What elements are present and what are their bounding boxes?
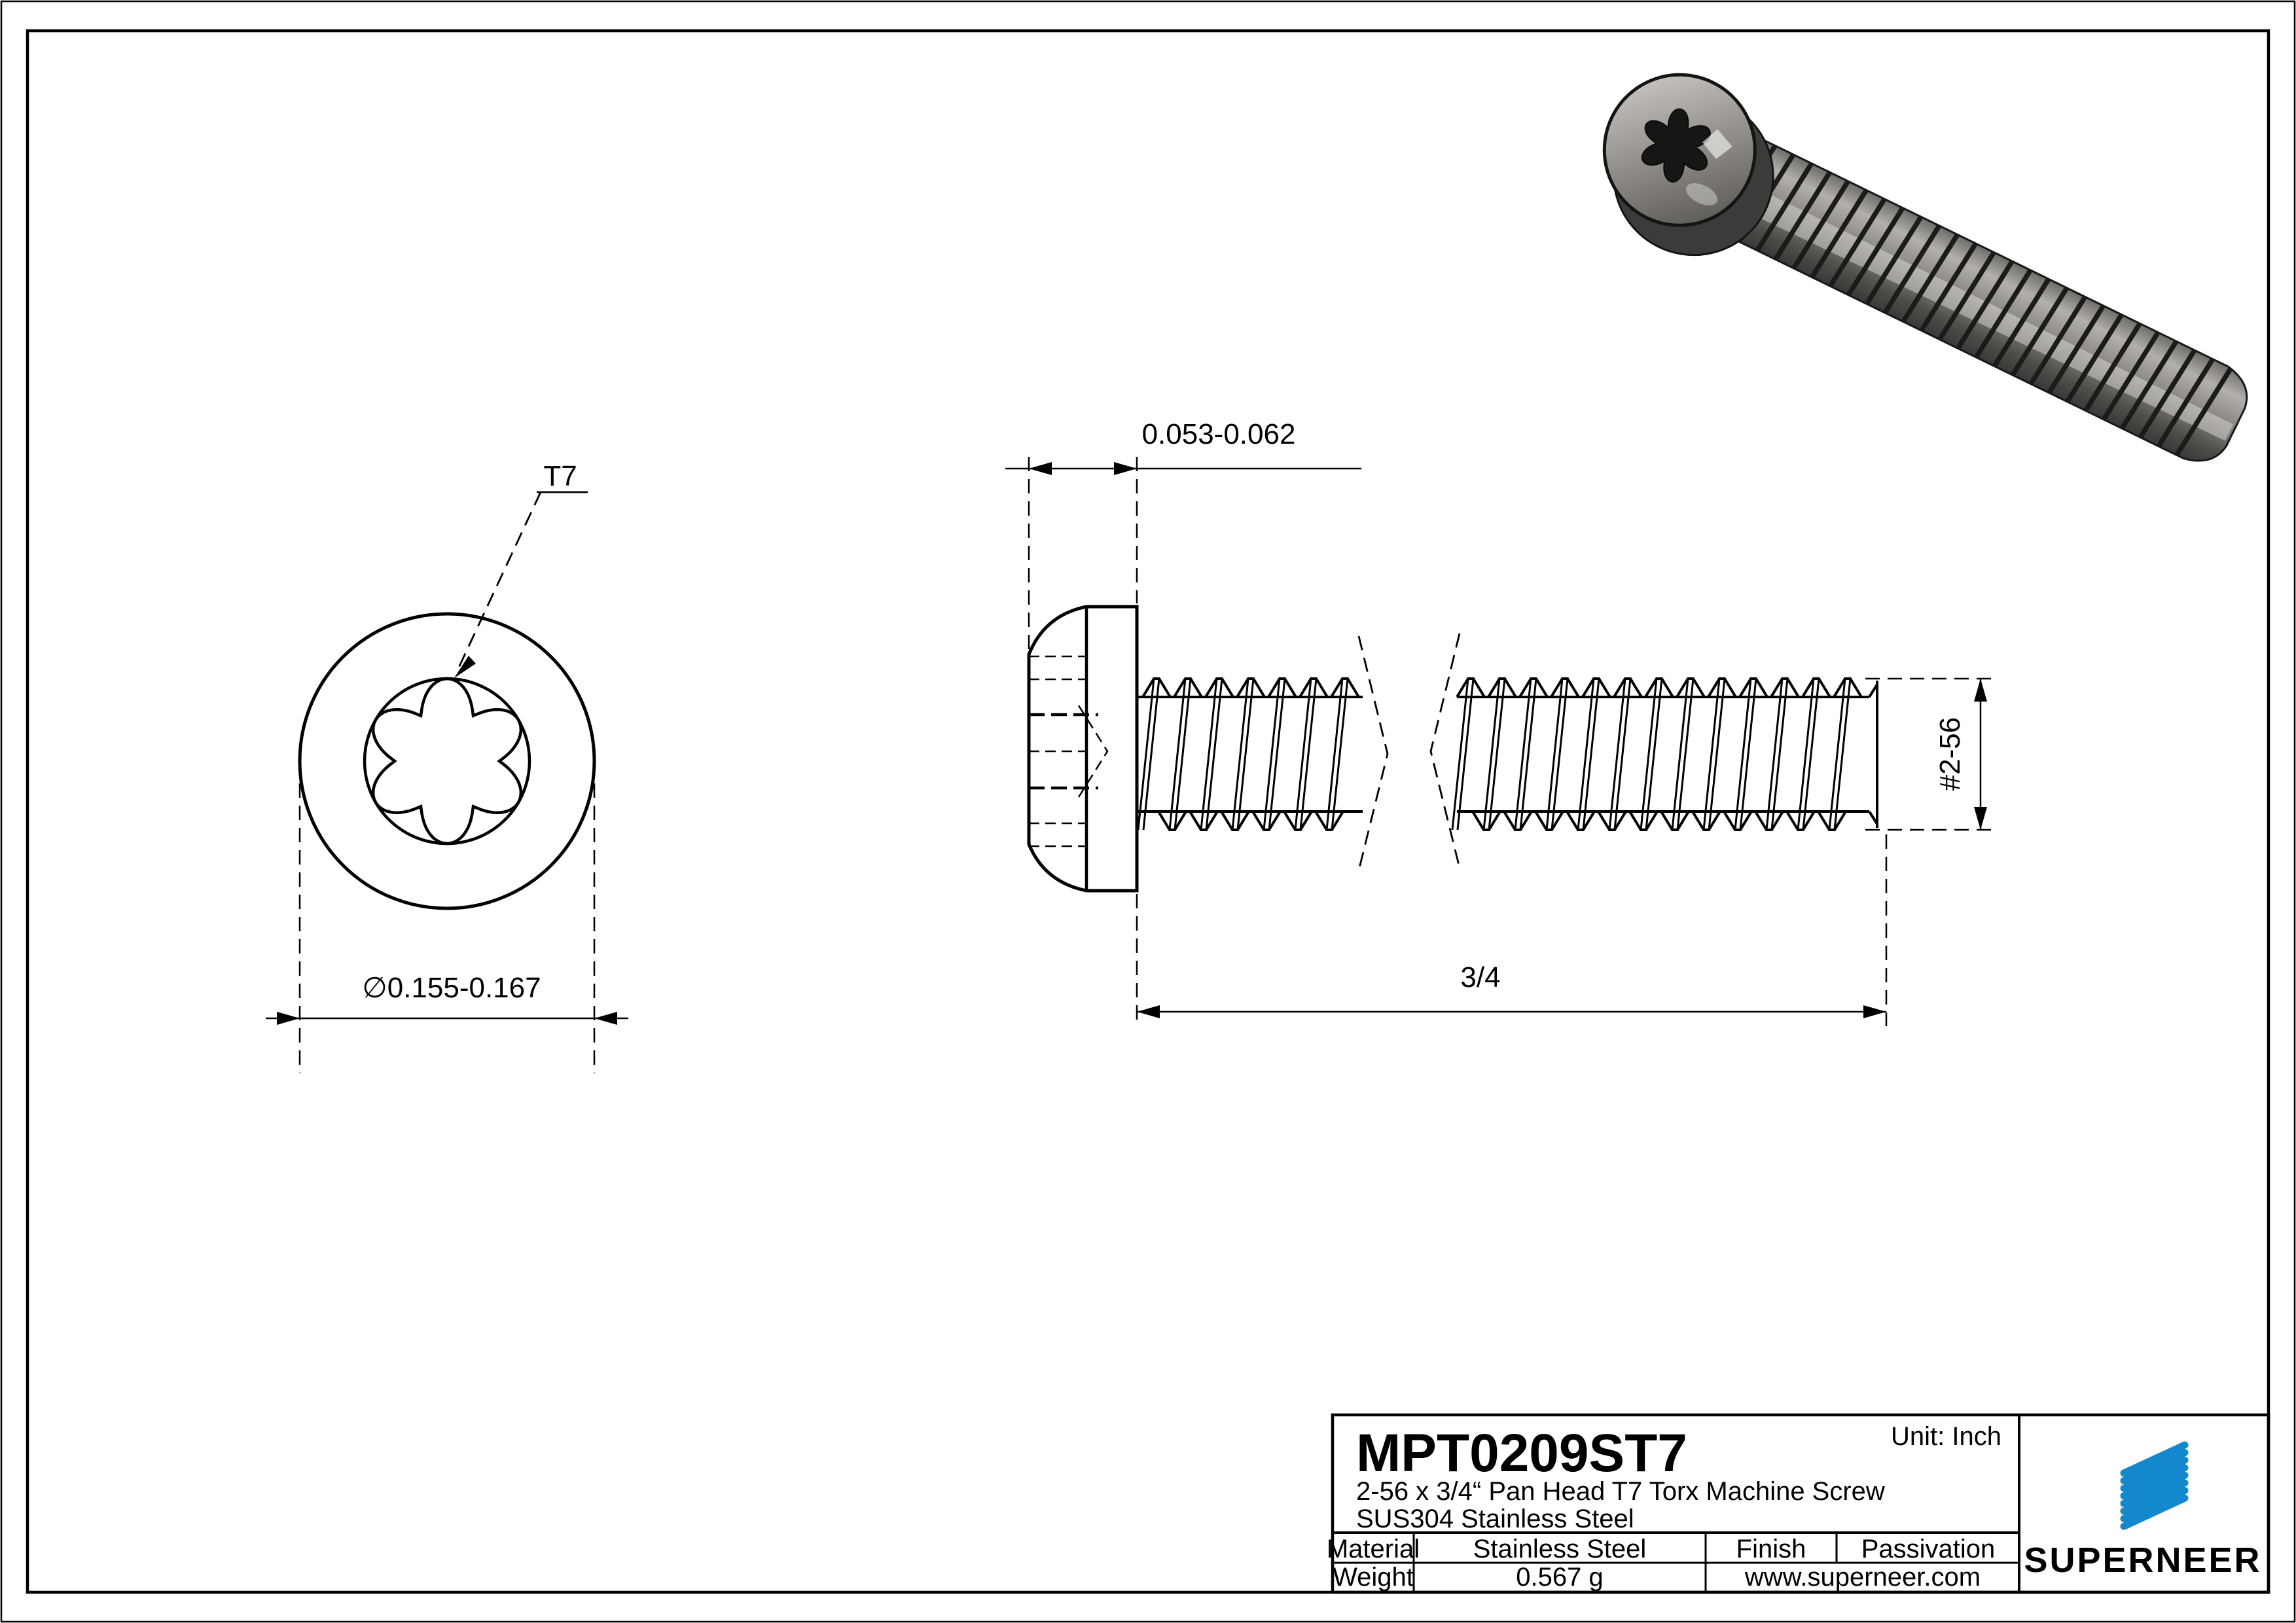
side-view	[1005, 457, 1994, 1026]
drive-size-label: T7	[543, 460, 577, 492]
brand-logo-stripe	[2120, 1494, 2189, 1530]
torx-socket-3d	[1641, 108, 1711, 183]
thread-section-2	[1451, 677, 1863, 831]
weight-value: 0.567 g	[1516, 1563, 1603, 1592]
side-extension-lines	[1028, 457, 1994, 1026]
dim-arrow-right	[594, 1012, 617, 1025]
thread-rib-3d	[1920, 242, 1978, 332]
leader-line	[457, 491, 542, 669]
thread-rib-3d	[2157, 358, 2215, 447]
brand-logo-stripe	[2120, 1487, 2189, 1523]
torx-star	[371, 677, 523, 846]
thread-rib-3d	[1865, 216, 1923, 305]
thread-crests-bottom	[1471, 810, 1847, 831]
thread-rib-3d	[2047, 305, 2106, 394]
thread-rib-3d	[1974, 269, 2032, 359]
thread-crests-bottom	[1157, 810, 1344, 831]
head-height-arrow-left	[1029, 462, 1052, 475]
length-arrow-left	[1137, 1005, 1160, 1018]
part-number: MPT0209ST7	[1356, 1423, 1687, 1483]
thread-flank-lines	[1451, 678, 1852, 830]
length-arrow-right	[1863, 1005, 1886, 1018]
head-height-dim: 0.053-0.062	[1142, 418, 1296, 450]
head-reflection	[1702, 129, 1732, 160]
thread-ribs-3d	[1719, 145, 2233, 456]
thread-rib-3d	[2011, 287, 2069, 376]
thread-rib-3d	[2102, 331, 2160, 421]
website-link[interactable]: www.superneer.com	[1744, 1563, 1981, 1592]
leader-arrowhead	[454, 656, 476, 678]
thread-root-lines	[1137, 696, 1869, 813]
thread-rib-3d	[1828, 198, 1886, 287]
brand-logo-stripe	[2120, 1441, 2189, 1477]
thread-rib-3d	[1774, 171, 1832, 260]
thread-rib-3d	[1810, 189, 1869, 278]
description-line2: SUS304 Stainless Steel	[1356, 1505, 1634, 1533]
thread-rib-3d	[1901, 234, 1960, 323]
hidden-recess-lines	[1029, 655, 1109, 847]
thread-arrow-top	[1974, 679, 1987, 702]
thread-flank-lines	[1137, 678, 1349, 830]
thread-rib-3d	[2065, 313, 2124, 402]
thread-rib-3d	[2083, 323, 2142, 412]
weight-label: Weight	[1333, 1563, 1414, 1592]
thread-rib-3d	[1956, 260, 2015, 349]
thread-rib-3d	[2138, 349, 2197, 438]
thread-crests-top	[1141, 677, 1360, 698]
thread-crests-top	[1456, 677, 1863, 698]
brand-logo-stripe	[2120, 1464, 2189, 1500]
screw-3d-render	[1602, 73, 2248, 462]
thread-rib-3d	[2029, 296, 2087, 385]
material-value: Stainless Steel	[1473, 1535, 1647, 1563]
brand-logo-icon	[2120, 1441, 2189, 1530]
thread-rib-3d	[1883, 224, 1941, 314]
thread-rib-3d	[1937, 251, 1996, 340]
unit-label: Unit: Inch	[1891, 1422, 2001, 1451]
screw-end-face	[1868, 681, 1878, 828]
title-block-border	[1331, 1413, 2270, 1594]
thread-rib-3d	[1992, 278, 2051, 367]
title-block	[1331, 1413, 2270, 1594]
top-view	[266, 491, 628, 1073]
head-profile	[1027, 605, 1139, 893]
drawing-frame	[26, 29, 2270, 1594]
head-sheen	[1685, 183, 1718, 205]
thread-rib-3d	[1755, 162, 1814, 251]
thread-rib-3d	[1791, 180, 1850, 270]
material-label: Material	[1327, 1535, 1420, 1563]
description-line1: 2-56 x 3/4“ Pan Head T7 Torx Machine Scr…	[1356, 1477, 1885, 1506]
brand-logo-stripe	[2120, 1471, 2189, 1507]
thread-section-1	[1137, 677, 1360, 831]
finish-label: Finish	[1736, 1535, 1806, 1563]
finish-value: Passivation	[1861, 1535, 1996, 1563]
head-height-arrow-right	[1114, 462, 1137, 475]
break-lines	[1357, 633, 1461, 871]
thread-rib-3d	[2175, 367, 2233, 456]
thread-rib-3d	[2120, 340, 2178, 429]
brand-name: SUPERNEER	[2024, 1541, 2261, 1580]
length-dim: 3/4	[1460, 961, 1500, 993]
hidden-recess-bold-lines	[1029, 713, 1098, 790]
brand-logo-stripe	[2120, 1456, 2189, 1492]
thread-arrow-bottom	[1974, 807, 1987, 830]
brand-logo-stripe	[2120, 1479, 2189, 1515]
dim-arrow-left	[277, 1012, 300, 1025]
head-outline-circle	[298, 612, 596, 910]
thread-rib-3d	[1846, 207, 1905, 296]
thread-spec-dim: #2-56	[1934, 717, 1966, 791]
brand-logo-stripe	[2120, 1449, 2189, 1485]
torx-recess-circle	[363, 677, 531, 846]
head-diameter-dim: ∅0.155-0.167	[362, 972, 541, 1004]
